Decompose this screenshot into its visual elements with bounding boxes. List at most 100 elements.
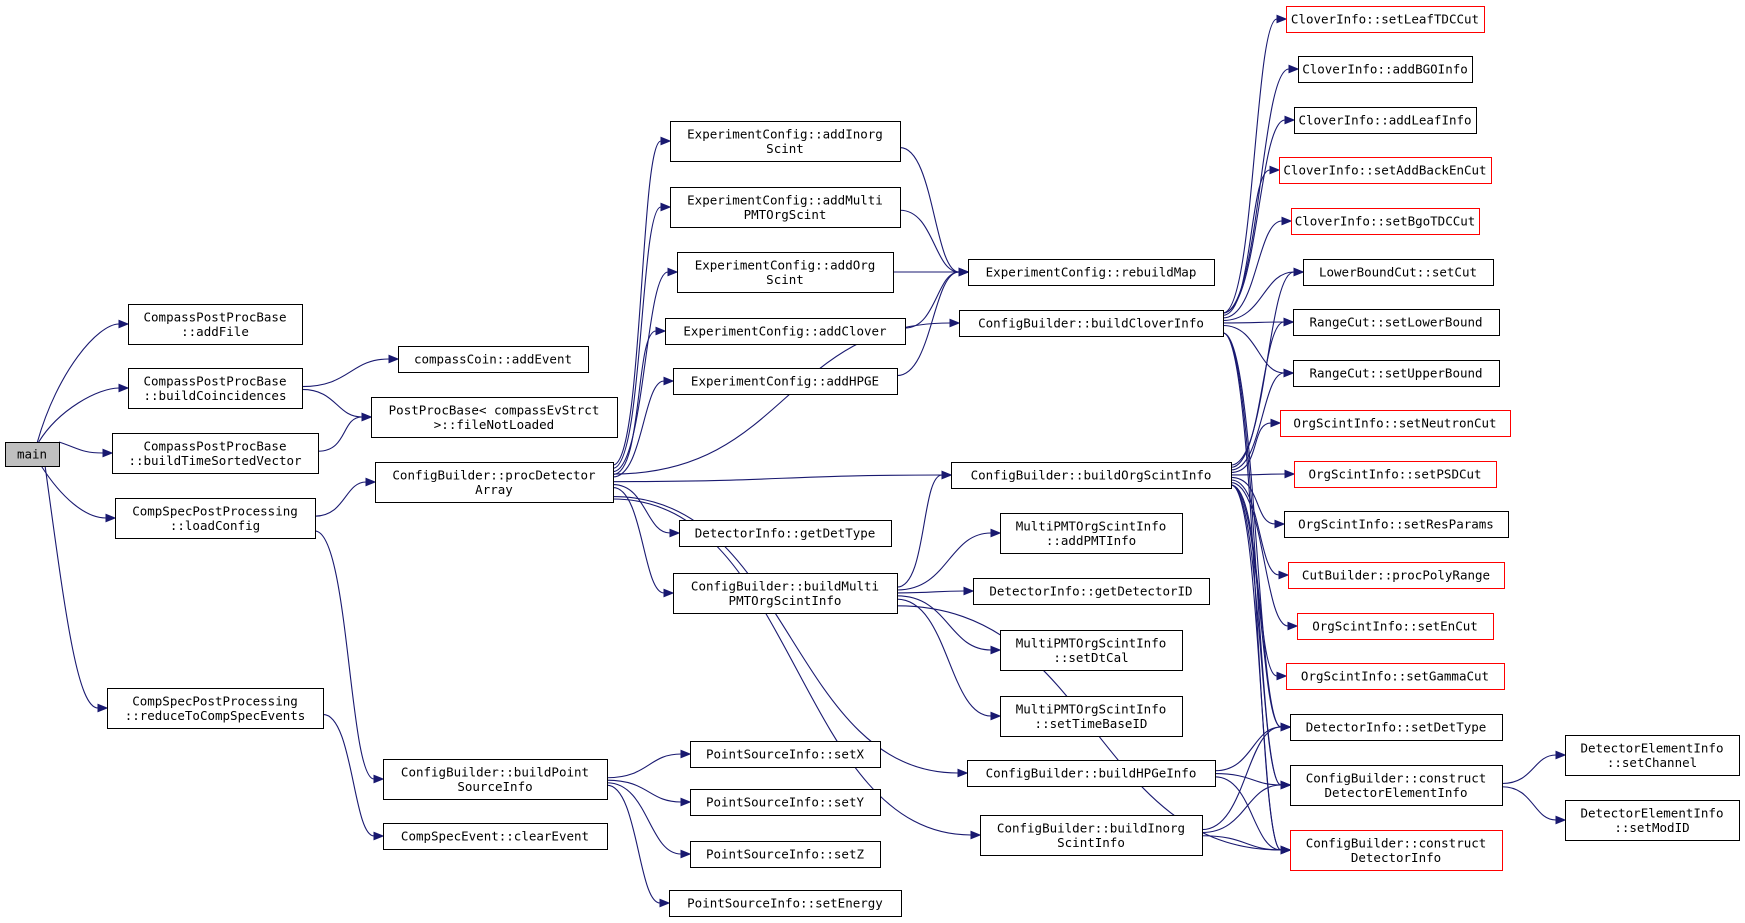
node-ci-addbgo[interactable]: CloverInfo::addBGOInfo [1298,56,1473,83]
edge-arrowhead [1276,14,1288,24]
edge-csp-loadconfig-to-cb-procdet [314,477,377,517]
edge-main-to-cppb-buildtsv [58,441,114,458]
node-osi-setres[interactable]: OrgScintInfo::setResParams [1284,511,1509,538]
node-rc-setupper[interactable]: RangeCut::setUpperBound [1293,360,1500,387]
node-mpi-settimebase[interactable]: MultiPMTOrgScintInfo::setTimeBaseID [1000,696,1183,737]
node-label: ConfigBuilder::buildPoint [401,764,589,779]
node-box [128,368,303,409]
node-psi-sety[interactable]: PointSourceInfo::setY [690,789,881,816]
node-label: OrgScintInfo::setResParams [1298,517,1494,532]
node-csp-reduce[interactable]: CompSpecPostProcessing::reduceToCompSpec… [107,688,324,729]
node-di-getdettype[interactable]: DetectorInfo::getDetType [679,520,892,547]
node-psi-setenergy[interactable]: PointSourceInfo::setEnergy [669,890,902,917]
node-label: ConfigBuilder::construct [1306,835,1487,850]
node-cppb-addfile[interactable]: CompassPostProcBase::addFile [128,304,303,345]
node-label: ::loadConfig [170,518,260,533]
node-lbc-setcut[interactable]: LowerBoundCut::setCut [1303,259,1494,286]
edge-line [36,323,120,443]
node-label: ScintInfo [1057,835,1125,850]
node-ec-addhpge[interactable]: ExperimentConfig::addHPGE [673,368,898,395]
edge-arrowhead [1293,267,1305,277]
edge-arrowhead [1284,115,1296,125]
node-cppb-buildtsv[interactable]: CompassPostProcBase::buildTimeSortedVect… [112,433,319,474]
edge-arrowhead [1555,815,1567,825]
node-label: PMTOrgScintInfo [729,593,842,608]
edge-cb-buildmulti-to-mpi-addpmt [896,528,1002,591]
node-label: CloverInfo::setLeafTDCCut [1291,12,1479,27]
edge-line [38,387,120,443]
edge-cb-buildmulti-to-mpi-settimebase [896,598,1002,721]
node-label: OrgScintInfo::setNeutronCut [1293,416,1496,431]
node-osi-setgamma[interactable]: OrgScintInfo::setGammaCut [1286,663,1505,690]
edge-cb-buildorg-to-rc-setupper [1230,368,1295,471]
node-box [398,346,589,373]
node-ci-setleaftdc[interactable]: CloverInfo::setLeafTDCCut [1286,6,1485,33]
node-label: CutBuilder::procPolyRange [1302,568,1490,583]
edge-line [1230,372,1285,471]
node-label: CompSpecPostProcessing [132,693,298,708]
edge-arrowhead [1284,469,1296,479]
node-main[interactable]: main [5,442,60,467]
node-cb-buildorg[interactable]: ConfigBuilder::buildOrgScintInfo [951,462,1232,489]
edge-arrowhead [361,412,373,422]
edge-arrowhead [680,797,692,807]
node-ci-setbgotdc[interactable]: CloverInfo::setBgoTDCCut [1291,208,1480,235]
node-ec-addclover[interactable]: ExperimentConfig::addClover [665,318,906,345]
node-cbld-procpoly[interactable]: CutBuilder::procPolyRange [1288,562,1505,589]
node-label: PointSourceInfo::setZ [706,847,865,862]
edge-arrowhead [365,477,377,487]
edge-line [1201,726,1282,831]
node-ppb-filenotloaded[interactable]: PostProcBase< compassEvStrct>::fileNotLo… [371,397,618,438]
node-csp-loadconfig[interactable]: CompSpecPostProcessing::loadConfig [115,498,316,539]
edge-line [58,441,104,454]
node-box [1000,696,1183,737]
edge-line [612,496,959,774]
node-ec-rebuildmap[interactable]: ExperimentConfig::rebuildMap [968,259,1215,286]
edge-cb-buildpoint-to-psi-sety [606,779,692,807]
node-cc-addevent[interactable]: compassCoin::addEvent [398,346,589,373]
node-label: PMTOrgScint [744,207,827,222]
edge-arrowhead [667,267,679,277]
node-cb-constructdei[interactable]: ConfigBuilder::constructDetectorElementI… [1290,765,1503,806]
node-box [1000,630,1183,671]
node-cse-clearevent[interactable]: CompSpecEvent::clearEvent [383,823,608,850]
edge-line [1230,479,1280,576]
node-psi-setx[interactable]: PointSourceInfo::setX [690,741,881,768]
node-box [1279,157,1492,184]
node-dei-setmodid[interactable]: DetectorElementInfo::setModID [1565,800,1740,841]
edge-line [1201,784,1282,834]
node-box [1288,562,1505,589]
node-ci-setaddback[interactable]: CloverInfo::setAddBackEnCut [1279,157,1492,184]
node-dei-setchannel[interactable]: DetectorElementInfo::setChannel [1565,735,1740,776]
node-mpi-setdtcal[interactable]: MultiPMTOrgScintInfo::setDtCal [1000,630,1183,671]
node-cb-buildclover[interactable]: ConfigBuilder::buildCloverInfo [959,310,1224,337]
node-di-getdetid[interactable]: DetectorInfo::getDetectorID [973,578,1210,605]
edge-line [317,416,363,452]
node-box [665,318,906,345]
node-ci-addleaf[interactable]: CloverInfo::addLeafInfo [1294,107,1477,134]
node-di-setdettype[interactable]: DetectorInfo::setDetType [1290,714,1503,741]
node-cb-buildhpge[interactable]: ConfigBuilder::buildHPGeInfo [967,760,1216,787]
node-box [5,442,60,467]
node-rc-setlower[interactable]: RangeCut::setLowerBound [1293,309,1500,336]
node-box [115,498,316,539]
edge-arrowhead [990,645,1002,655]
node-osi-setpsd[interactable]: OrgScintInfo::setPSDCut [1294,461,1497,488]
node-label: RangeCut::setLowerBound [1309,315,1482,330]
edge-line [322,713,375,837]
node-psi-setz[interactable]: PointSourceInfo::setZ [690,841,881,868]
node-mpi-addpmt[interactable]: MultiPMTOrgScintInfo::addPMTInfo [1000,513,1183,554]
edge-arrowhead [659,898,671,908]
node-osi-setneutron[interactable]: OrgScintInfo::setNeutronCut [1280,410,1511,437]
edge-cb-buildorg-to-osi-setneutron [1230,418,1282,473]
node-osi-seten[interactable]: OrgScintInfo::setEnCut [1297,613,1494,640]
node-cppb-buildcoinc[interactable]: CompassPostProcBase::buildCoincidences [128,368,303,409]
